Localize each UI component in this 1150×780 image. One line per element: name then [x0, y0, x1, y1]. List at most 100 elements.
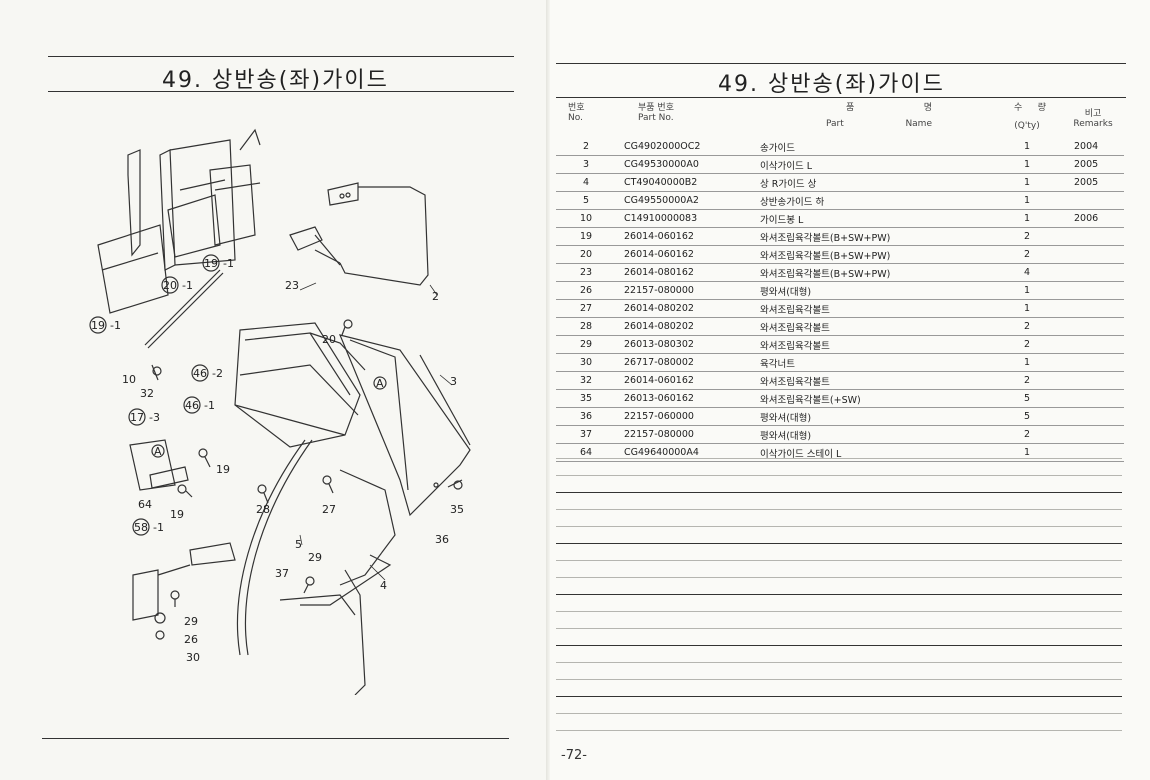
part-2-guide	[289, 182, 429, 286]
cell-qty: 1	[992, 155, 1062, 174]
circle-callout-58-1: 58	[134, 521, 148, 534]
blank-line	[556, 526, 1122, 527]
part-10-rod	[144, 269, 221, 346]
circle-callout-17-3: 17	[130, 411, 144, 424]
cell-name: 와셔조립육각볼트(B+SW+PW)	[756, 245, 992, 264]
blank-line	[556, 543, 1122, 544]
cell-no: 35	[556, 389, 616, 408]
circle-suffix-46-2: -2	[212, 367, 223, 380]
cell-remarks	[1062, 317, 1124, 336]
cell-qty: 4	[992, 263, 1062, 282]
cell-qty: 1	[992, 209, 1062, 228]
blank-line	[556, 594, 1122, 595]
circle-callout-19-1b: 19	[204, 257, 218, 270]
cell-no: 3	[556, 155, 616, 174]
cell-remarks	[1062, 263, 1124, 282]
circle-callout-20-1: 20	[163, 279, 177, 292]
cell-no: 4	[556, 173, 616, 192]
cell-qty: 2	[992, 317, 1062, 336]
cell-no: 27	[556, 299, 616, 318]
exploded-parts-diagram: 2 3 4 5 10 32 23 20 19 19 64 28 27 35 36…	[89, 128, 471, 695]
blank-line	[556, 696, 1122, 697]
cell-name: 상반송가이드 하	[756, 191, 992, 210]
cell-remarks: 2005	[1062, 173, 1124, 192]
callout-5: 5	[295, 538, 302, 551]
callout-35: 35	[450, 503, 464, 516]
leader-lines	[299, 282, 453, 581]
cell-name: 와셔조립육각볼트	[756, 335, 992, 354]
cell-qty: 2	[992, 425, 1062, 444]
part-64-stay	[129, 439, 236, 621]
cell-name: 와셔조립육각볼트(B+SW+PW)	[756, 227, 992, 246]
cell-qty: 5	[992, 407, 1062, 426]
cell-no: 64	[556, 443, 616, 462]
cell-remarks	[1062, 227, 1124, 246]
cell-remarks	[1062, 353, 1124, 372]
cell-qty: 5	[992, 389, 1062, 408]
cell-remarks	[1062, 389, 1124, 408]
part-46-cover	[234, 322, 366, 448]
callout-28: 28	[256, 503, 270, 516]
blank-line	[556, 611, 1122, 612]
cell-name: 평와셔(대형)	[756, 407, 992, 426]
cell-name: 와셔조립육각볼트(+SW)	[756, 389, 992, 408]
cell-remarks	[1062, 191, 1124, 210]
cell-no: 20	[556, 245, 616, 264]
cell-remarks: 2005	[1062, 155, 1124, 174]
callout-labels: 2 3 4 5 10 32 23 20 19 19 64 28 27 35 36…	[122, 279, 464, 664]
blank-line	[556, 509, 1122, 510]
cell-part-no: 26014-060162	[616, 227, 756, 246]
cell-part-no: 26717-080002	[616, 353, 756, 372]
cell-no: 28	[556, 317, 616, 336]
cell-remarks: 2004	[1062, 138, 1124, 156]
table-header: 번호 No. 부품 번호 Part No. 품 명 Part Name 수	[556, 100, 1124, 138]
blank-line	[556, 560, 1122, 561]
cell-part-no: CG49530000A0	[616, 155, 756, 174]
cell-qty: 1	[992, 191, 1062, 210]
cell-remarks	[1062, 245, 1124, 264]
part-3-side-plate	[338, 334, 471, 517]
cell-name: 송가이드	[756, 138, 992, 156]
header-name: 품 명 Part Name	[826, 103, 932, 129]
blank-line	[556, 628, 1122, 629]
header-no: 번호 No.	[568, 103, 585, 123]
cell-no: 37	[556, 425, 616, 444]
cell-part-no: C14910000083	[616, 209, 756, 228]
circle-callout-46-2: 46	[193, 367, 207, 380]
left-page	[0, 0, 548, 780]
callout-23: 23	[285, 279, 299, 292]
page-number: -72-	[561, 748, 587, 763]
cell-no: 29	[556, 335, 616, 354]
cell-part-no: CG49550000A2	[616, 191, 756, 210]
callout-36: 36	[435, 533, 449, 546]
cell-no: 2	[556, 138, 616, 156]
cell-no: 32	[556, 371, 616, 390]
cell-no: 26	[556, 281, 616, 300]
cell-no: 19	[556, 227, 616, 246]
cell-remarks	[1062, 425, 1124, 444]
cell-name: 와셔조립육각볼트	[756, 299, 992, 318]
cell-part-no: CG4902000OC2	[616, 138, 756, 156]
fasteners	[154, 319, 463, 640]
circled-callouts: 19 -1 20 -1 19 -1 17 -3 46 -2 46 -1 58 -…	[89, 254, 387, 536]
cell-qty: 2	[992, 371, 1062, 390]
cell-remarks	[1062, 281, 1124, 300]
circle-callout-19-1a: 19	[91, 319, 105, 332]
blank-line	[556, 475, 1122, 476]
circle-suffix-19-1b: -1	[223, 257, 234, 270]
cell-qty: 2	[992, 245, 1062, 264]
cell-part-no: 26014-080162	[616, 263, 756, 282]
cell-qty: 1	[992, 173, 1062, 192]
circle-suffix-58-1: -1	[153, 521, 164, 534]
blank-line	[556, 577, 1122, 578]
cell-part-no: 22157-060000	[616, 407, 756, 426]
